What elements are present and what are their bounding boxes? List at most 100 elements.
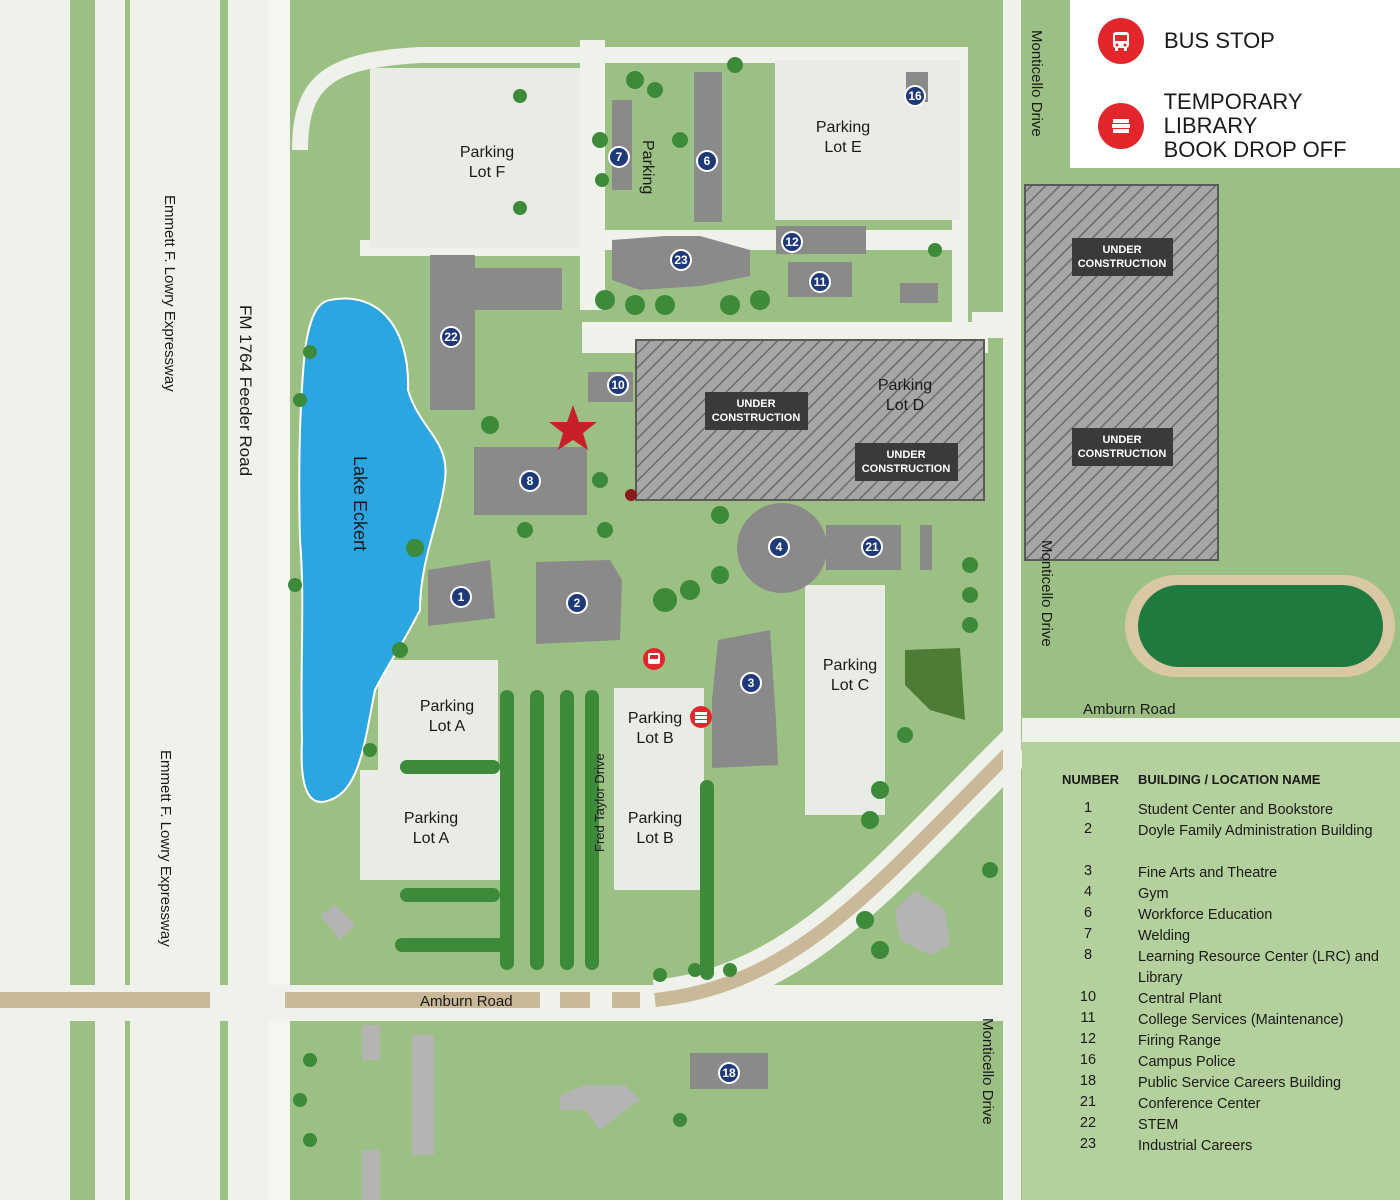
marker-2: 2 [566,592,588,614]
svg-text:3: 3 [748,676,755,690]
svg-text:UNDER: UNDER [1102,244,1141,256]
directory-row-name: Student Center and Bookstore [1138,802,1334,818]
directory-row-name: Firing Range [1138,1033,1222,1049]
lot-b-south [614,800,704,890]
svg-text:11: 11 [814,275,827,289]
svg-text:23: 23 [674,253,688,267]
svg-text:2: 2 [574,596,581,610]
monticello-label-1: Monticello Drive [1028,30,1045,137]
legend-book-drop: TEMPORARY LIBRARY BOOK DROP OFF [1098,90,1400,162]
svg-text:UNDER: UNDER [1102,434,1141,446]
bus-icon [1098,18,1144,64]
expressway-label-north: Emmett F. Lowry Expressway [161,195,178,392]
lot-e-label-2: Lot E [824,139,861,156]
marker-22: 22 [440,326,462,348]
monticello-label-3: Monticello Drive [979,1018,996,1125]
directory-row-number: 22 [1079,1115,1097,1131]
lake-label: Lake Eckert [350,456,370,551]
svg-text:18: 18 [722,1066,736,1080]
legend-bus-stop-label: BUS STOP [1164,28,1275,53]
directory-row-name: Conference Center [1138,1096,1261,1112]
lot-c [805,585,885,815]
monticello-drive [1003,0,1400,1200]
directory-row-name: Learning Resource Center (LRC) and Libra… [1138,949,1379,986]
svg-text:UNDER: UNDER [736,398,775,410]
directory-row-number: 6 [1083,905,1093,921]
construction-label-2: UNDER CONSTRUCTION [855,443,958,481]
svg-text:10: 10 [611,378,625,392]
marker-11: 11 [809,271,831,293]
amburn-label-south: Amburn Road [420,993,513,1010]
svg-text:21: 21 [865,540,879,554]
directory-row-name: Workforce Education [1138,907,1273,923]
directory-header-name: BUILDING / LOCATION NAME [1138,772,1321,787]
books-icon [1098,103,1144,149]
building-6 [694,72,722,222]
lot-f [370,68,580,248]
directory-header-number: NUMBER [1062,772,1120,787]
marker-4: 4 [768,536,790,558]
marker-6: 6 [696,150,718,172]
lot-e [775,60,960,220]
you-are-here-star-icon [549,405,597,450]
svg-text:CONSTRUCTION: CONSTRUCTION [712,412,801,424]
directory-row-number: 1 [1083,800,1093,816]
svg-text:4: 4 [776,540,783,554]
directory-row-number: 3 [1083,863,1093,879]
directory-row-name: College Services (Maintenance) [1138,1012,1344,1028]
construction-label-1: UNDER CONSTRUCTION [705,392,808,430]
directory-row-number: 23 [1079,1136,1097,1152]
lot-b-label-2: Lot B [636,730,673,747]
trees [288,57,998,1147]
marker-8: 8 [519,470,541,492]
directory-row-name: Doyle Family Administration Building [1138,823,1373,839]
directory-row-number: 4 [1083,884,1093,900]
svg-text:1: 1 [458,590,465,604]
legend-book-drop-line1: TEMPORARY LIBRARY [1163,89,1303,138]
lot-c-label-2: Lot C [831,677,869,694]
lot-a2-label-1: Parking [404,810,458,827]
directory-row-name: STEM [1138,1117,1179,1133]
directory-row-name: Welding [1138,928,1191,944]
feeder-road-label: FM 1764 Feeder Road [236,305,255,476]
directory-row-name: Gym [1138,886,1169,902]
marker-23: 23 [670,249,692,271]
svg-text:22: 22 [444,330,458,344]
parking-vertical-label: Parking [639,140,656,194]
book-drop-icon[interactable] [690,706,712,728]
lot-a-label-1: Parking [420,698,474,715]
marker-18: 18 [718,1062,740,1084]
lot-a2-label-2: Lot A [413,830,450,847]
svg-text:16: 16 [908,89,922,103]
directory-row-name: Fine Arts and Theatre [1138,865,1278,881]
directory-row-number: 7 [1083,926,1093,942]
expressway-label-south: Emmett F. Lowry Expressway [157,750,174,947]
bus-stop-icon[interactable] [643,648,665,670]
monticello-label-2: Monticello Drive [1038,540,1055,647]
lot-b-label-1: Parking [628,710,682,727]
point-marker-icon [625,489,637,501]
directory-row-name: Industrial Careers [1138,1138,1253,1154]
directory-row-number: 18 [1079,1073,1097,1089]
lot-d-label-2: Lot D [886,397,924,414]
directory-row-name: Central Plant [1138,991,1222,1007]
amburn-label-east: Amburn Road [1083,701,1176,718]
lot-b-north [614,688,704,800]
marker-21: 21 [861,536,883,558]
svg-text:CONSTRUCTION: CONSTRUCTION [862,463,951,475]
legend-bus-stop: BUS STOP [1098,18,1275,64]
lot-b2-label-2: Lot B [636,830,673,847]
directory-row-name: Campus Police [1138,1054,1236,1070]
svg-text:12: 12 [785,235,799,249]
map-legend: BUS STOP TEMPORARY LIBRARY BOOK DROP OFF [1070,0,1400,168]
marker-1: 1 [450,586,472,608]
lot-c-label-1: Parking [823,657,877,674]
construction-label-4: UNDER CONSTRUCTION [1072,428,1173,466]
directory-row-number: 12 [1079,1031,1097,1047]
lot-a-north [378,660,498,770]
directory-row-number: 2 [1083,821,1093,837]
marker-7: 7 [608,146,630,168]
building-3 [712,630,778,768]
building-directory: NUMBER BUILDING / LOCATION NAME 1 Student… [1022,742,1400,1200]
lot-e-label-1: Parking [816,119,870,136]
